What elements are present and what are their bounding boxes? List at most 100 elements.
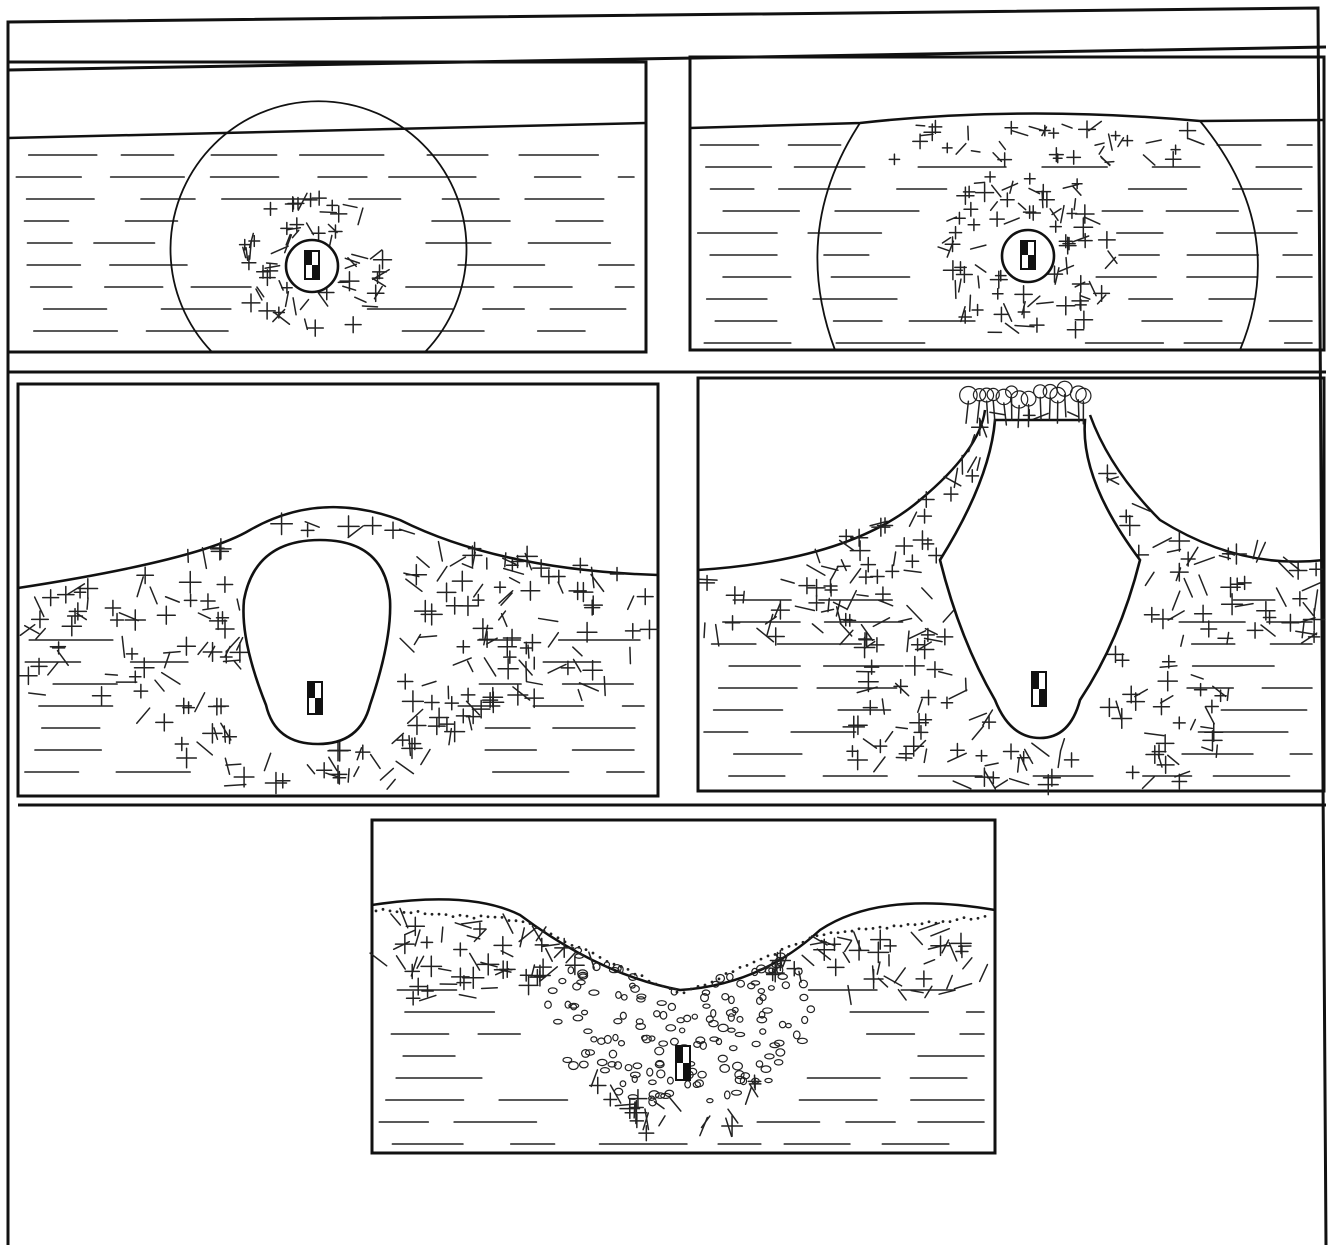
crack-mark — [699, 579, 717, 580]
breccia-fragment — [655, 1047, 664, 1055]
crack-mark — [972, 726, 983, 739]
rim-rubble — [473, 917, 476, 920]
crack-mark — [364, 517, 381, 534]
crack-mark — [942, 143, 952, 153]
rim-rubble — [613, 963, 616, 966]
crack-mark — [1171, 145, 1180, 154]
breccia-fragment — [786, 1024, 792, 1028]
crack-mark — [437, 583, 455, 601]
crack-mark — [1084, 217, 1099, 224]
crack-mark — [882, 699, 884, 714]
breccia-fragment — [730, 1046, 737, 1051]
breccia-fragment — [779, 1021, 785, 1027]
breccia-fragment — [619, 1041, 625, 1046]
rim-rubble — [977, 917, 980, 920]
crack-mark — [909, 512, 916, 526]
crack-mark — [670, 1098, 681, 1111]
crack-mark — [157, 606, 175, 624]
breccia-fragment — [657, 1001, 666, 1006]
crack-mark — [1161, 696, 1173, 703]
breccia-fragment — [722, 994, 729, 1000]
crack-mark — [130, 671, 141, 682]
crack-mark — [415, 601, 436, 622]
breccia-fragment — [625, 1065, 632, 1071]
crack-mark — [265, 266, 279, 269]
crack-mark — [396, 956, 405, 969]
crack-mark — [957, 187, 974, 204]
crack-mark — [1303, 603, 1313, 616]
breccia-fragment — [695, 1080, 703, 1087]
crack-mark — [259, 303, 275, 319]
crack-mark — [473, 619, 492, 638]
crack-mark — [827, 959, 843, 975]
panel-stage-5 — [370, 820, 995, 1153]
rim-rubble — [963, 916, 966, 919]
crack-mark — [279, 281, 283, 290]
crack-mark — [472, 700, 489, 717]
crack-mark — [847, 746, 858, 757]
crack-mark — [1067, 209, 1077, 219]
breccia-fragment — [760, 1029, 766, 1034]
crack-mark — [499, 591, 513, 603]
crack-mark — [920, 714, 932, 726]
crack-mark — [461, 688, 474, 701]
crack-mark — [983, 710, 993, 725]
crack-mark — [421, 604, 442, 625]
crack-mark — [630, 647, 631, 663]
crack-mark — [459, 995, 476, 998]
breccia-fragment — [584, 1029, 592, 1034]
breccia-fragment — [733, 1062, 743, 1070]
breccia-fragment — [559, 978, 566, 983]
rim-rubble — [942, 920, 945, 923]
crack-mark — [985, 172, 995, 182]
crack-mark — [894, 680, 907, 693]
crack-mark — [201, 594, 215, 608]
crack-mark — [1158, 672, 1177, 691]
crack-mark — [402, 738, 422, 758]
crack-mark — [521, 581, 540, 600]
breccia-fragment — [616, 992, 621, 999]
crack-mark — [610, 567, 623, 580]
explosive-charge-icon — [676, 1046, 690, 1080]
rim-rubble — [893, 924, 896, 927]
crack-mark — [461, 921, 482, 924]
crack-mark — [293, 298, 296, 315]
crack-mark — [970, 295, 971, 311]
crack-mark — [956, 267, 972, 283]
crack-mark — [1081, 296, 1090, 300]
crack-mark — [999, 142, 1005, 150]
rim-rubble — [830, 931, 833, 934]
crack-mark — [968, 126, 969, 140]
crack-mark — [725, 616, 739, 630]
plume-streak — [987, 401, 988, 423]
crack-mark — [941, 697, 952, 708]
crack-mark — [1079, 121, 1096, 138]
crack-mark — [983, 716, 996, 729]
breccia-fragment — [720, 1064, 730, 1072]
plume-streak — [993, 400, 995, 422]
crack-mark — [583, 661, 602, 680]
fracture-zone — [370, 908, 987, 1140]
crack-mark — [400, 529, 415, 534]
crack-mark — [1111, 131, 1120, 140]
crack-mark — [637, 589, 653, 605]
crack-mark — [990, 412, 1005, 415]
breccia-fragment — [782, 982, 789, 989]
crack-mark — [990, 212, 1004, 226]
crack-mark — [343, 205, 357, 208]
breccia-fragment — [725, 1091, 730, 1099]
crack-mark — [242, 294, 260, 312]
crack-mark — [992, 185, 1001, 196]
crack-mark — [1201, 727, 1212, 729]
crack-mark — [947, 217, 956, 221]
crack-mark — [78, 579, 97, 598]
crack-mark — [980, 965, 988, 982]
outer-frame — [8, 8, 1326, 1245]
rim-rubble — [956, 918, 959, 921]
crack-mark — [1116, 701, 1122, 720]
breccia-fragment — [577, 980, 585, 985]
rim-rubble — [417, 910, 420, 913]
crack-mark — [911, 990, 923, 992]
crack-mark — [1203, 731, 1222, 750]
